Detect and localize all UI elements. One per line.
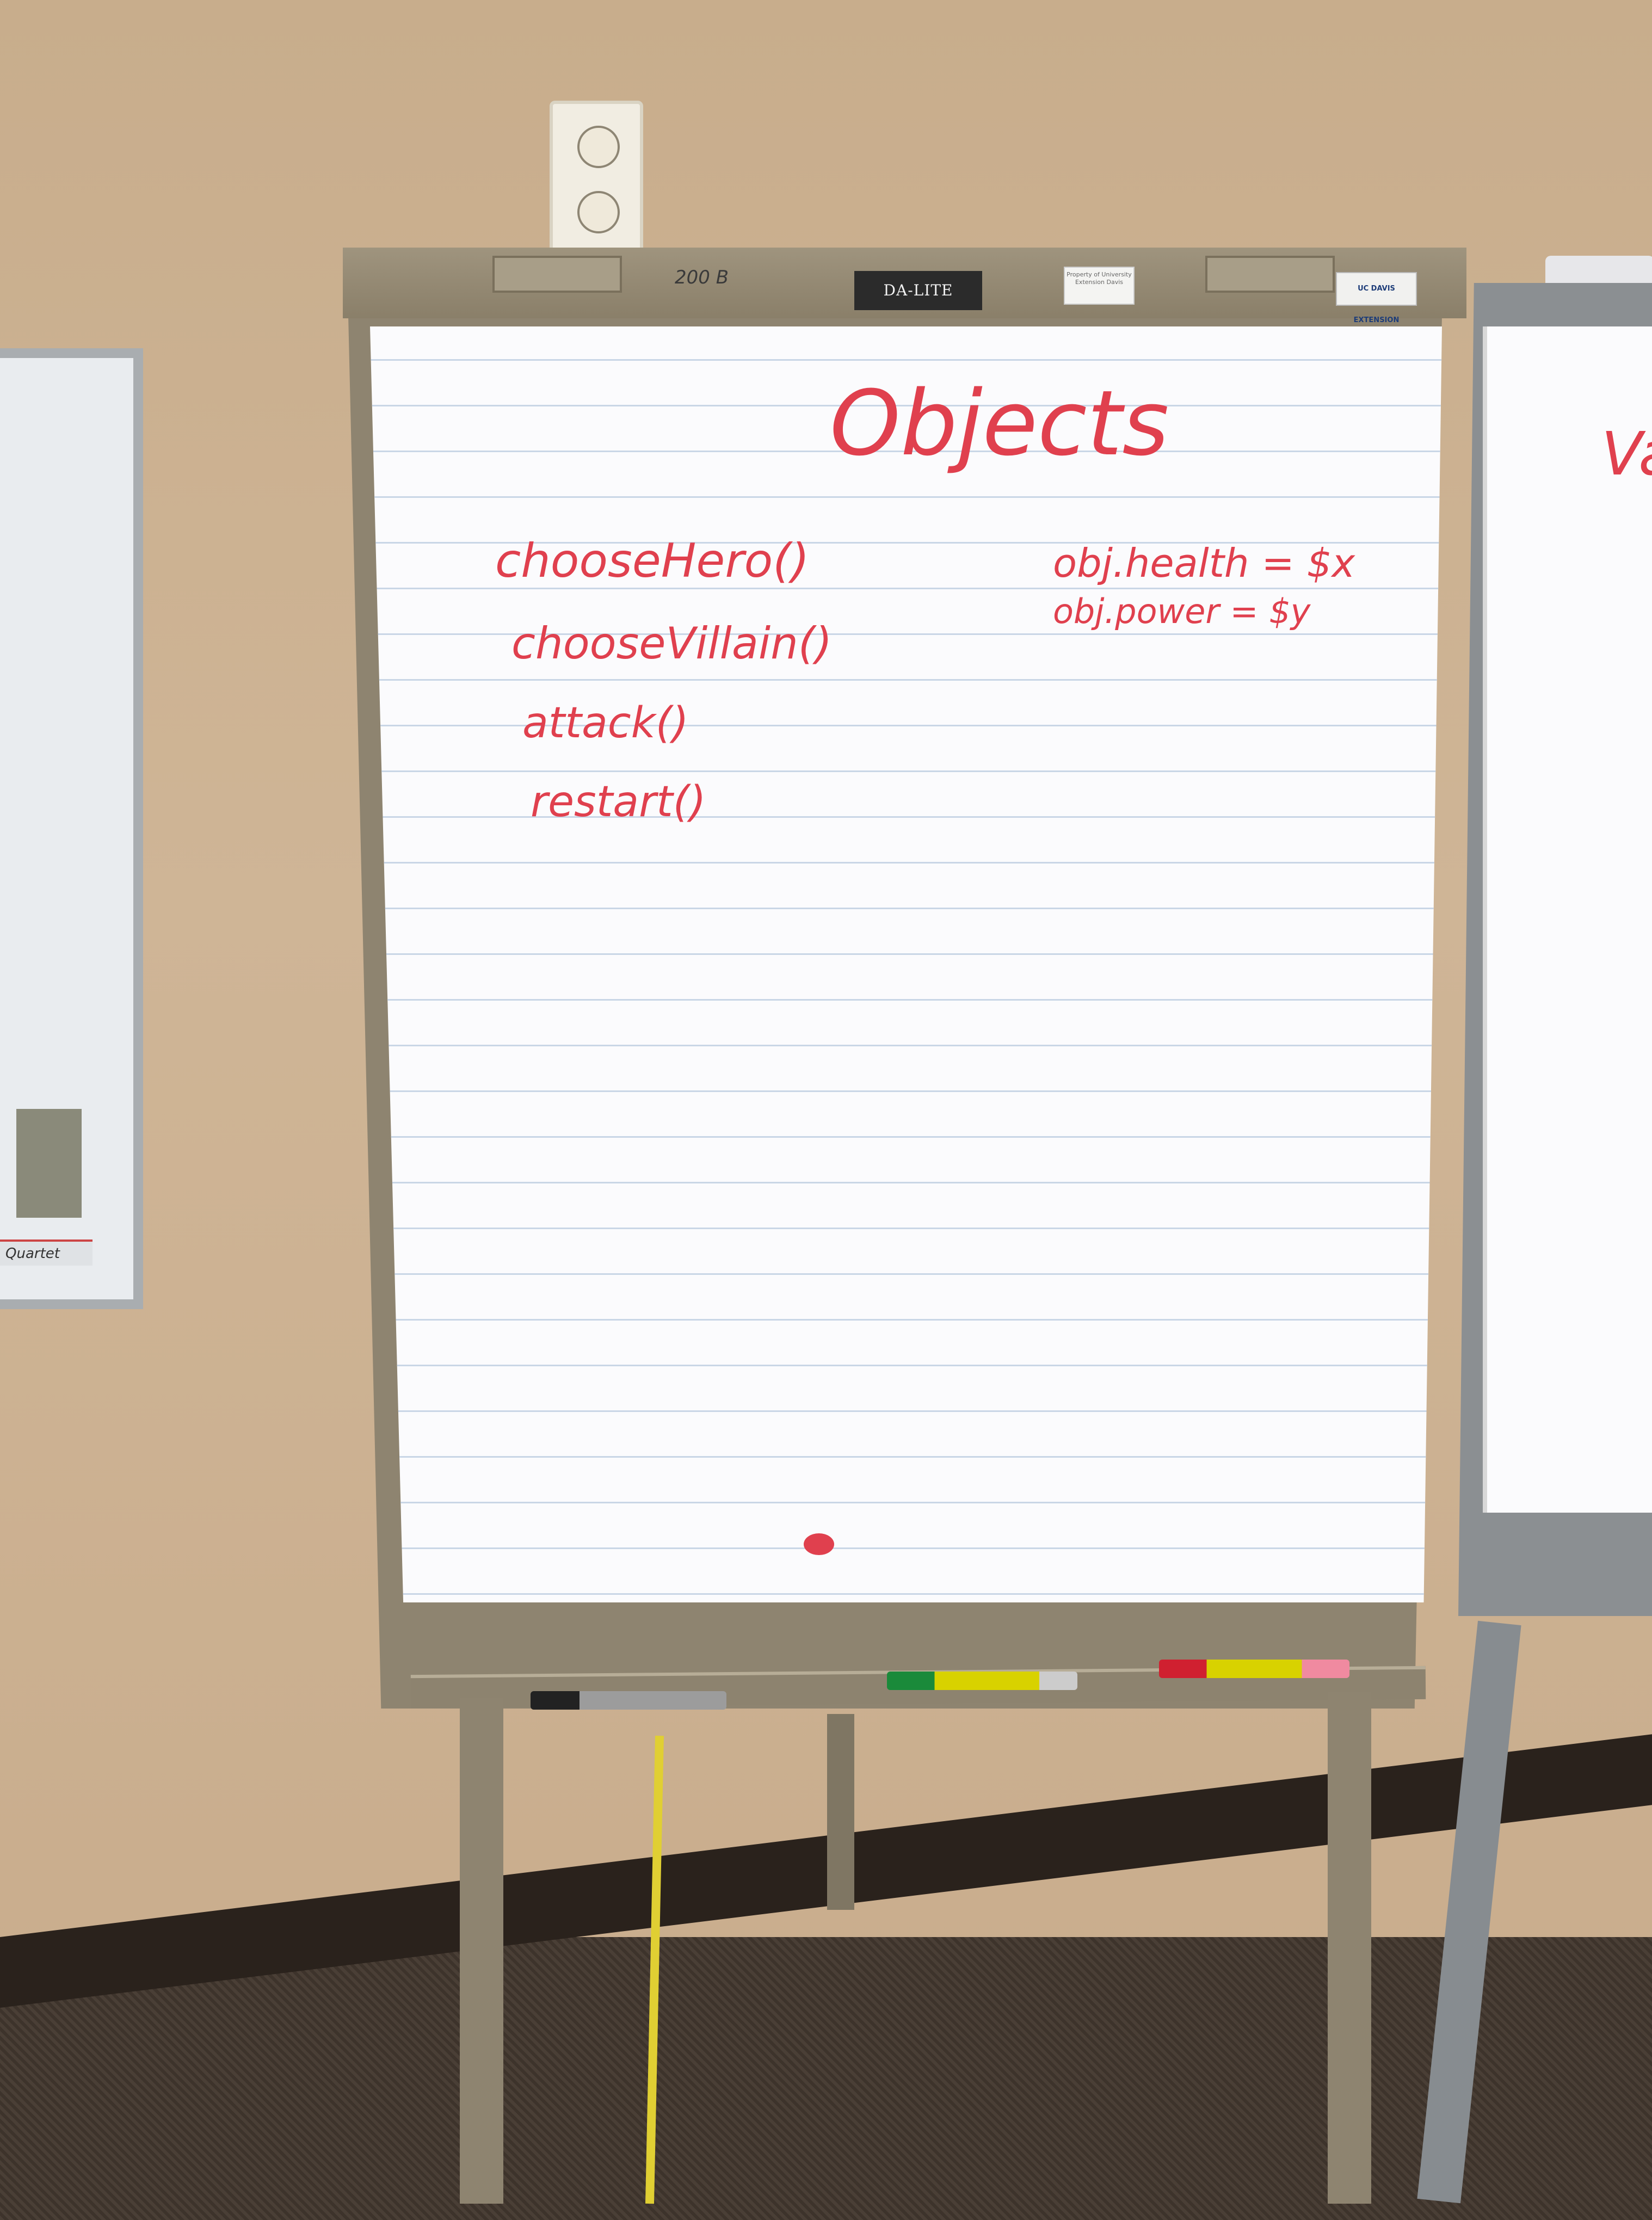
easel-leg-back bbox=[827, 1714, 854, 1910]
paper-rule-line bbox=[370, 1456, 1442, 1458]
paper-rule-line bbox=[370, 1136, 1442, 1138]
paper-rule-line bbox=[370, 1547, 1442, 1549]
paper-rule-line bbox=[370, 496, 1442, 498]
paper-rule-line bbox=[370, 1045, 1442, 1046]
header-note: 200 B bbox=[675, 267, 729, 288]
paper-rule-line bbox=[370, 816, 1442, 818]
carpet bbox=[0, 1937, 1652, 2220]
black-marker[interactable] bbox=[531, 1691, 726, 1710]
right-flipchart-title: Va bbox=[1601, 419, 1652, 489]
left-whiteboard: Quartet bbox=[0, 348, 143, 1309]
paper-rule-line bbox=[370, 725, 1442, 726]
paper-clip-right bbox=[1205, 256, 1335, 293]
paper-rule-line bbox=[370, 1410, 1442, 1412]
easel-leg-right bbox=[1328, 1692, 1371, 2204]
property-label: Property of University Extension Davis bbox=[1064, 267, 1135, 305]
paper-rule-line bbox=[370, 588, 1442, 589]
paper-rule-line bbox=[370, 405, 1442, 406]
paper-clip-left bbox=[492, 256, 622, 293]
paper-rule-line bbox=[370, 1593, 1442, 1595]
paper-rule-line bbox=[370, 1502, 1442, 1503]
paper-rule-line bbox=[370, 999, 1442, 1001]
whiteboard-brand-label: Quartet bbox=[0, 1240, 93, 1266]
paper-rule-line bbox=[370, 1365, 1442, 1366]
right-flipchart-paper: Va bbox=[1483, 326, 1652, 1513]
paper-rule-line bbox=[370, 1090, 1442, 1092]
ucdavis-label: UC DAVIS EXTENSION bbox=[1336, 272, 1417, 324]
paper-rule-line bbox=[370, 1319, 1442, 1321]
power-outlet bbox=[550, 101, 643, 260]
easel-leg-left bbox=[460, 1698, 503, 2204]
green-marker[interactable] bbox=[887, 1672, 1077, 1690]
paper-rule-line bbox=[370, 1182, 1442, 1183]
flipchart-paper bbox=[370, 326, 1442, 1602]
eraser bbox=[16, 1109, 82, 1218]
red-marker[interactable] bbox=[1159, 1660, 1349, 1678]
paper-rule-line bbox=[370, 451, 1442, 452]
outlet-socket-bottom bbox=[577, 191, 620, 233]
paper-rule-line bbox=[370, 542, 1442, 544]
paper-rule-line bbox=[370, 908, 1442, 909]
paper-rule-line bbox=[370, 633, 1442, 635]
paper-rule-line bbox=[370, 1228, 1442, 1229]
dalite-badge: DA-LITE bbox=[854, 271, 982, 310]
paper-rule-line bbox=[370, 679, 1442, 681]
paper-rule-line bbox=[370, 359, 1442, 361]
outlet-socket-top bbox=[577, 126, 620, 168]
paper-rule-line bbox=[370, 953, 1442, 955]
paper-rule-line bbox=[370, 1273, 1442, 1275]
paper-rule-line bbox=[370, 770, 1442, 772]
paper-rule-line bbox=[370, 862, 1442, 864]
